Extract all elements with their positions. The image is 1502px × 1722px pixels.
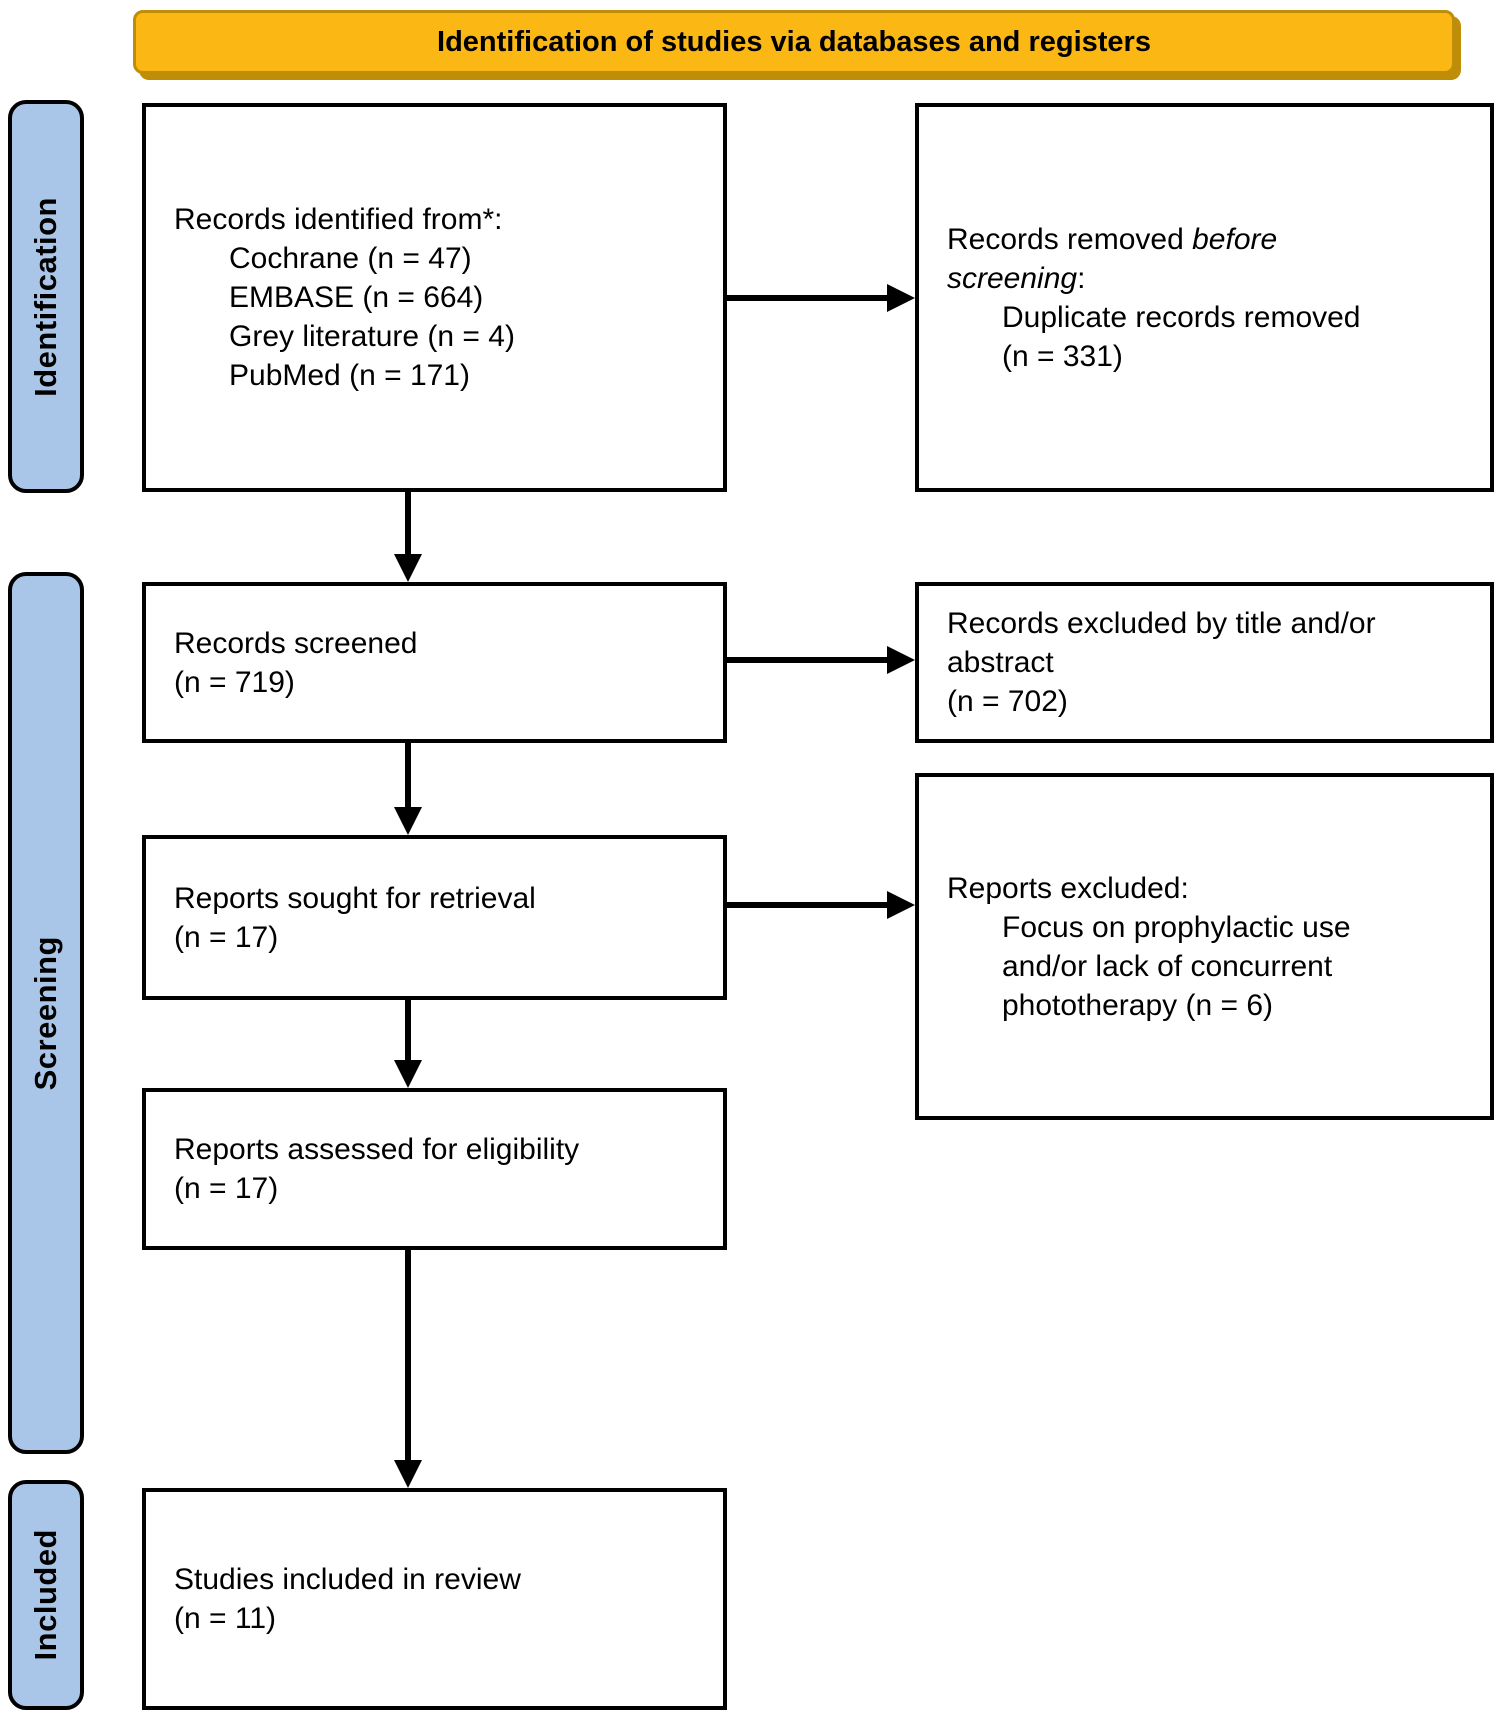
box-title-line-2: screening: [947, 261, 1086, 295]
stage-label-included: Included [28, 1529, 63, 1661]
box-line: Records excluded by title and/or [947, 607, 1376, 640]
box-item: Duplicate records removed [1002, 300, 1361, 334]
arrow-screened-to-sought-shaft [405, 743, 411, 809]
arrow-screened-to-excluded-shaft [727, 657, 889, 663]
box-line: (n = 11) [174, 1602, 276, 1635]
arrow-sought-to-assessed-shaft [405, 1000, 411, 1064]
box-reports-sought: Reports sought for retrieval (n = 17) [142, 835, 727, 1000]
arrow-assessed-to-included-head [394, 1460, 422, 1488]
box-records-removed: Records removed before screening: Duplic… [915, 103, 1494, 492]
box-line: Reports sought for retrieval [174, 881, 536, 915]
diagram-title: Identification of studies via databases … [437, 25, 1151, 58]
box-title-line-1: Records removed before [947, 222, 1278, 256]
box-title: Reports excluded: [947, 871, 1189, 905]
box-reports-assessed: Reports assessed for eligibility (n = 17… [142, 1088, 727, 1250]
stage-tab-screening: Screening [8, 572, 84, 1454]
box-records-identified: Records identified from*: Cochrane (n = … [142, 103, 727, 492]
box-item: phototherapy (n = 6) [1002, 988, 1274, 1022]
arrow-identified-to-screened-shaft [405, 492, 411, 558]
arrow-assessed-to-included-shaft [405, 1250, 411, 1464]
stage-tab-identification: Identification [8, 100, 84, 493]
stage-label-screening: Screening [28, 935, 63, 1091]
italic-text: screening [947, 261, 1078, 295]
arrow-sought-to-assessed-head [394, 1060, 422, 1088]
stage-tab-included: Included [8, 1480, 84, 1710]
box-item: PubMed (n = 171) [229, 359, 470, 392]
italic-text: before [1192, 222, 1278, 256]
box-line: Reports assessed for eligibility [174, 1133, 580, 1166]
box-item: EMBASE (n = 664) [229, 281, 484, 314]
box-title: Records identified from*: [174, 203, 503, 236]
arrow-identified-to-removed-head [887, 284, 915, 312]
box-line: Records screened [174, 626, 418, 660]
arrow-screened-to-sought-head [394, 807, 422, 835]
arrow-screened-to-excluded-head [887, 646, 915, 674]
arrow-sought-to-reports-excluded-head [887, 891, 915, 919]
box-line: Studies included in review [174, 1563, 521, 1596]
box-item: Focus on prophylactic use [1002, 910, 1351, 944]
box-line: (n = 719) [174, 665, 295, 699]
arrow-identified-to-removed-shaft [727, 295, 889, 301]
box-line: abstract [947, 646, 1054, 679]
box-records-screened: Records screened (n = 719) [142, 582, 727, 743]
arrow-sought-to-reports-excluded-shaft [727, 902, 889, 908]
box-studies-included: Studies included in review (n = 11) [142, 1488, 727, 1710]
stage-label-identification: Identification [28, 196, 63, 397]
box-item: (n = 331) [1002, 339, 1123, 373]
diagram-title-banner: Identification of studies via databases … [133, 10, 1455, 74]
box-item: and/or lack of concurrent [1002, 949, 1333, 983]
box-item: Cochrane (n = 47) [229, 242, 472, 275]
box-reports-excluded: Reports excluded: Focus on prophylactic … [915, 773, 1494, 1120]
box-line: (n = 17) [174, 1172, 279, 1205]
arrow-identified-to-screened-head [394, 554, 422, 582]
box-line: (n = 702) [947, 685, 1068, 718]
box-line: (n = 17) [174, 920, 279, 954]
box-records-excluded: Records excluded by title and/or abstrac… [915, 582, 1494, 743]
box-item: Grey literature (n = 4) [229, 320, 515, 353]
